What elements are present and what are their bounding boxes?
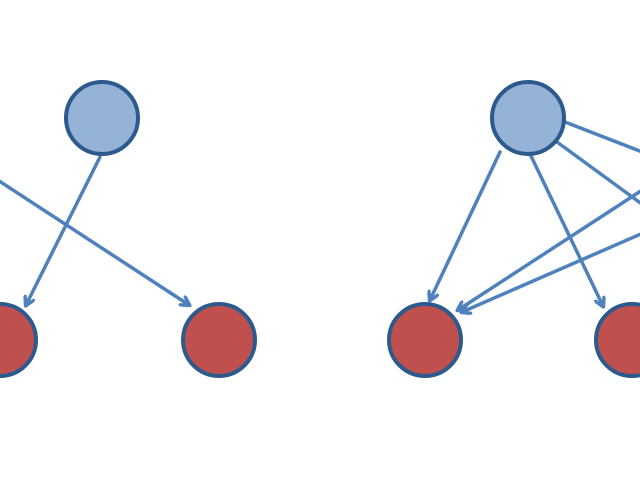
edges-layer [0, 120, 640, 312]
edge-arrow [462, 232, 640, 312]
edge-arrow [555, 140, 640, 205]
target-node [387, 302, 463, 378]
edge-arrow [430, 150, 502, 300]
edge-arrow [26, 155, 102, 305]
target-node [181, 302, 257, 378]
source-node [490, 80, 566, 156]
target-node [594, 302, 640, 378]
edge-arrow [529, 154, 603, 306]
target-node [0, 302, 38, 378]
edge-arrow [458, 189, 640, 310]
source-node [64, 80, 140, 156]
edge-arrow [0, 179, 189, 305]
nodes-layer [0, 80, 640, 378]
edge-arrow [563, 120, 640, 153]
